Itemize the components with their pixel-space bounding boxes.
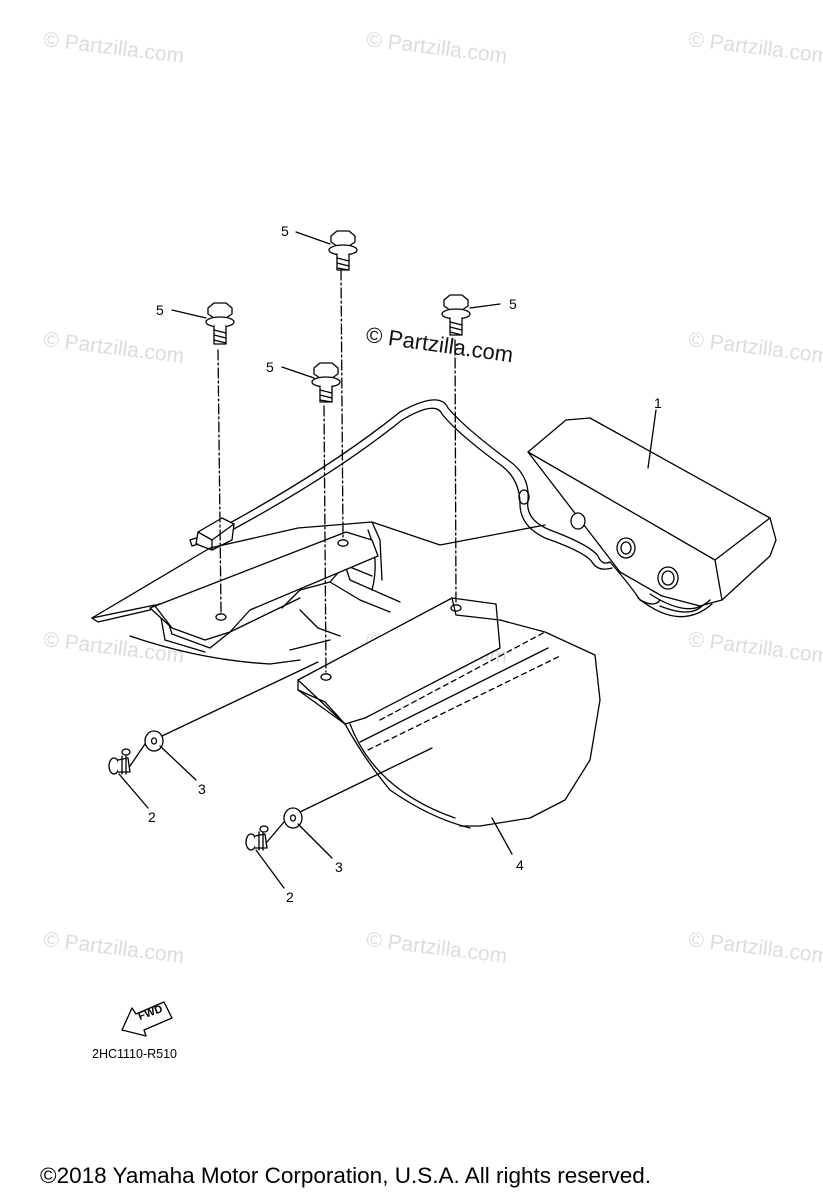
callout-rivet: 2 — [286, 889, 294, 905]
callout-washer: 3 — [198, 781, 206, 797]
rear-mudguard — [297, 597, 601, 829]
callout-washer: 3 — [335, 859, 343, 875]
callout-bolt: 5 — [266, 359, 274, 375]
bolt-part-5 — [311, 362, 341, 403]
rivet-part-2 — [245, 825, 269, 851]
callout-part-4: 4 — [516, 857, 524, 873]
callout-bolt: 5 — [156, 302, 164, 318]
callout-rivet: 2 — [148, 809, 156, 825]
bolt-part-5 — [441, 294, 471, 336]
rivet-part-2 — [108, 748, 131, 775]
wire-harness — [189, 399, 661, 605]
callout-leaders — [118, 231, 657, 889]
callout-bolt: 5 — [281, 223, 289, 239]
washer-part-3 — [283, 807, 303, 829]
bolt-part-5 — [205, 302, 235, 345]
copyright-notice: ©2018 Yamaha Motor Corporation, U.S.A. A… — [40, 1163, 652, 1188]
bolt-part-5 — [328, 230, 358, 271]
diagram-code: 2HC1110-R510 — [92, 1047, 178, 1061]
callout-bolt: 5 — [509, 296, 517, 312]
tail-light-housing — [518, 417, 777, 618]
upper-bracket — [149, 531, 379, 641]
washer-part-3 — [144, 730, 164, 752]
callout-part-1: 1 — [654, 395, 662, 411]
fwd-arrow-icon — [121, 1001, 173, 1037]
